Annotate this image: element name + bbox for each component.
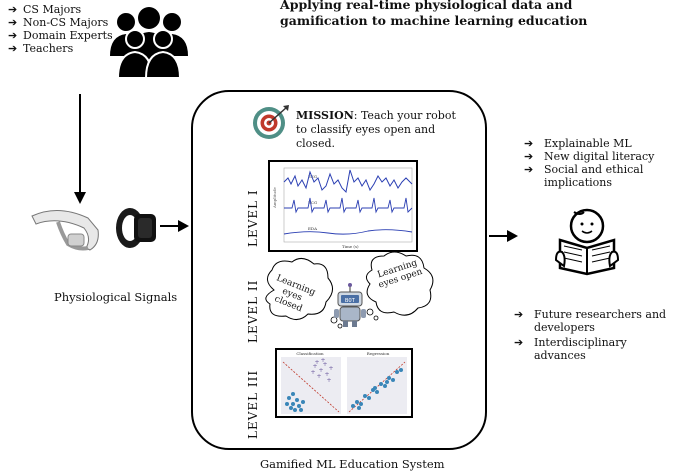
outcomes-bottom-list: ➔Future researchers and developers ➔Inte… — [514, 308, 674, 362]
scatter-marker: + — [326, 377, 331, 384]
scatter-marker: + — [314, 359, 319, 366]
scatter-point — [295, 398, 299, 402]
scatter-point — [301, 400, 305, 404]
system-caption: Gamified ML Education System — [260, 457, 445, 471]
scatter-point — [363, 394, 367, 398]
scatter-point — [383, 384, 387, 388]
scatter-point — [395, 370, 399, 374]
scatter-point — [291, 392, 295, 396]
mission-label: MISSION — [296, 109, 354, 122]
svg-text:Amplitude: Amplitude — [272, 186, 277, 209]
audience-item: ➔Teachers — [8, 42, 74, 55]
scatter-marker: + — [312, 363, 317, 370]
right-arrow-icon — [489, 230, 518, 242]
scatter-point — [287, 396, 291, 400]
down-arrow-icon — [74, 94, 86, 204]
outcomes-top-list: ➔Explainable ML ➔New digital literacy ➔S… — [524, 137, 674, 189]
target-icon — [253, 105, 289, 139]
signal-plot: Amplitude EEG ECG EDA Time (s) — [268, 160, 418, 252]
ecg-trace — [284, 197, 413, 214]
outcome-item: ➔Explainable ML — [524, 137, 632, 150]
outcome-item: ➔Social and ethical implications — [524, 163, 644, 189]
reading-person-icon — [554, 208, 620, 276]
trace-label: EDA — [308, 226, 317, 231]
scatter-marker: + — [322, 361, 327, 368]
scatter-point — [375, 390, 379, 394]
scatter-point — [357, 406, 361, 410]
scatter-point — [367, 396, 371, 400]
mission-description: : Teach your robot to classify eyes open… — [296, 109, 456, 150]
gamified-system-box — [191, 90, 487, 450]
scatter-point — [359, 402, 363, 406]
scatter-point — [291, 402, 295, 406]
outcome-item: ➔New digital literacy — [524, 150, 655, 163]
thought-cloud-right — [366, 251, 434, 316]
scatter-marker: + — [318, 367, 323, 374]
eeg-headband-icon — [31, 210, 99, 251]
scatter-point — [391, 378, 395, 382]
audience-item: ➔Domain Experts — [8, 29, 113, 42]
right-arrow-icon — [160, 220, 189, 232]
scatter-marker: + — [324, 371, 329, 378]
trace-label: ECG — [308, 200, 317, 205]
robot-clouds: BOT — [265, 251, 434, 329]
trace-label: EEG — [308, 174, 317, 179]
scatter-point — [387, 376, 391, 380]
thought-cloud-left — [265, 258, 333, 320]
robot-badge: BOT — [345, 298, 356, 304]
ml-plots: Classification Regression ++++++++++ — [275, 348, 413, 418]
scatter-marker: + — [320, 357, 325, 364]
robot-icon — [334, 283, 366, 327]
audience-item: ➔Non-CS Majors — [8, 16, 109, 29]
scatter-point — [289, 406, 293, 410]
figure-title: Applying real-time physiological data an… — [280, 0, 588, 28]
scatter-marker: + — [316, 373, 321, 380]
scatter-point — [399, 368, 403, 372]
scatter-point — [285, 402, 289, 406]
scatter-point — [373, 386, 377, 390]
audience-list: ➔CS Majors ➔Non-CS Majors ➔Domain Expert… — [8, 3, 113, 55]
regression-title: Regression — [367, 351, 390, 356]
people-group-icon — [110, 7, 188, 79]
scatter-point — [351, 404, 355, 408]
level-3-label: LEVEL III — [246, 369, 260, 439]
eda-trace — [283, 229, 413, 235]
eeg-trace — [283, 169, 413, 194]
audience-item: ➔CS Majors — [8, 3, 82, 16]
scatter-point — [293, 408, 297, 412]
signal-plot-xlabel: Time (s) — [342, 244, 359, 249]
scatter-marker: + — [328, 365, 333, 372]
level-1-label: LEVEL I — [246, 189, 260, 247]
classification-title: Classification — [296, 351, 324, 356]
mission-text: MISSION: Teach your robot to classify ey… — [296, 109, 466, 151]
outcome-item: ➔Interdisciplinary advances — [514, 336, 627, 362]
scatter-point — [379, 382, 383, 386]
inputs-caption: Physiological Signals — [54, 290, 178, 304]
scatter-point — [299, 408, 303, 412]
scatter-marker: + — [310, 369, 315, 376]
scatter-point — [385, 380, 389, 384]
outcome-item: ➔Future researchers and developers — [514, 308, 667, 334]
scatter-point — [297, 404, 301, 408]
scatter-point — [355, 400, 359, 404]
wristband-sensor-icon — [116, 208, 156, 248]
